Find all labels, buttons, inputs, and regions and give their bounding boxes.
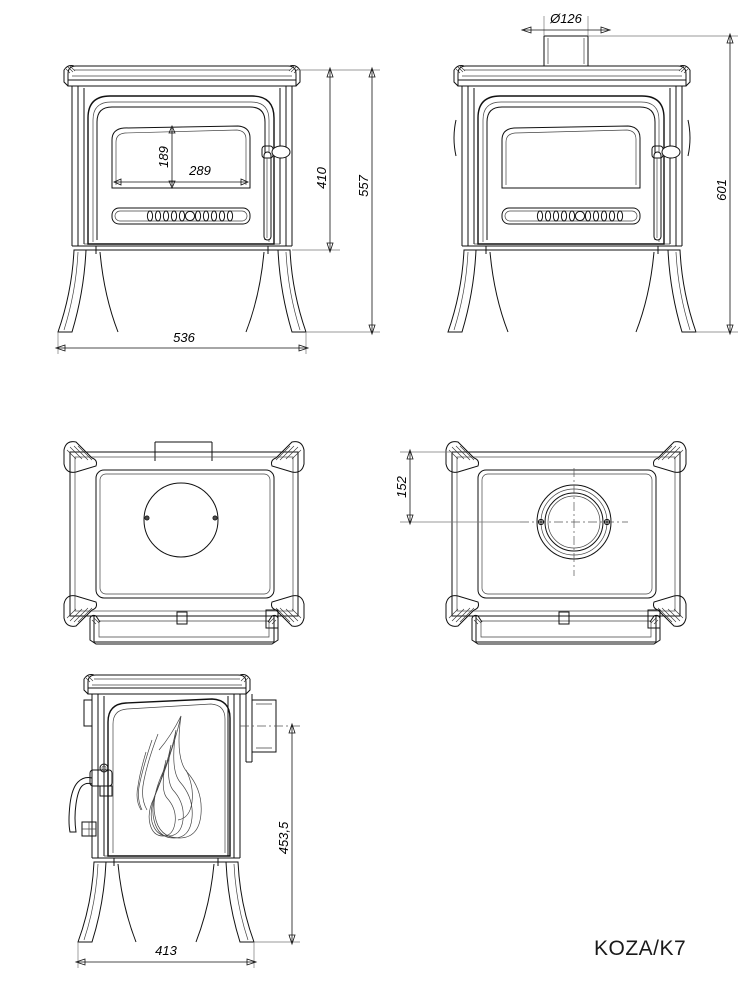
front-air-grille	[111, 207, 251, 225]
view-plan-collar: 152	[394, 441, 687, 645]
dimension-total-depth: 413	[74, 942, 258, 968]
flue-pipe	[543, 35, 589, 66]
front-legs	[57, 246, 307, 333]
plan2-inner-plate	[477, 469, 657, 599]
side-rear-flue-outlet	[245, 694, 277, 763]
flue-view-door-panel	[477, 95, 665, 245]
dimension-label-601: 601	[714, 179, 729, 201]
side-flame-motif	[136, 715, 202, 839]
plan-outer-plate	[69, 451, 299, 617]
dimension-flue-centre-height: 453,5	[254, 722, 300, 946]
dimension-flue-diameter: Ø126	[520, 11, 612, 36]
flue-view-top-plate	[453, 65, 691, 87]
side-lever-handle[interactable]	[68, 763, 113, 837]
dimension-label-536: 536	[173, 330, 195, 345]
dimension-total-width: 536	[54, 330, 310, 354]
dimension-label-413: 413	[155, 943, 177, 958]
view-front-elevation-flue: Ø126 601	[447, 11, 738, 336]
flue-view-air-grille	[501, 207, 641, 225]
dimension-label-189: 189	[156, 146, 171, 168]
view-front-elevation: 189 289 410 557	[54, 65, 380, 354]
front-glass-window	[111, 125, 251, 189]
dimension-total-height: 557	[356, 66, 376, 336]
flue-view-legs	[447, 246, 697, 333]
front-top-plate	[63, 65, 301, 87]
plan2-corner-brackets	[445, 441, 687, 627]
side-legs	[77, 858, 255, 943]
front-door-panel	[87, 95, 275, 245]
flue-view-glass-window	[501, 125, 641, 189]
dimension-label-410: 410	[314, 166, 329, 188]
side-top-plate	[83, 674, 251, 695]
grille-slots	[146, 210, 234, 222]
dimension-total-height-flue: 601	[588, 32, 738, 336]
view-plan-plain	[63, 441, 305, 645]
plan2-outer-plate	[451, 451, 681, 617]
dimension-label-289: 289	[188, 163, 211, 178]
model-label: KOZA/K7	[594, 937, 686, 960]
dimension-body-height: 410	[314, 66, 334, 254]
grille-knob-icon[interactable]	[184, 210, 196, 222]
plan2-flue-collar	[520, 468, 628, 576]
dimension-label-152: 152	[394, 475, 409, 497]
side-panel	[107, 698, 231, 857]
flue-view-door-handle[interactable]	[651, 145, 681, 241]
dimension-glass-height: 189	[156, 124, 176, 190]
plan-inner-plate	[95, 469, 275, 599]
front-body-frame	[71, 86, 293, 251]
dimension-label-557: 557	[356, 174, 371, 196]
plan-corner-brackets	[63, 441, 305, 627]
view-side-elevation: 453,5 413	[68, 674, 300, 968]
plan-front-lip	[89, 609, 279, 645]
dimension-label-flue-diameter: Ø126	[549, 11, 583, 26]
dimension-label-453-5: 453,5	[276, 821, 291, 854]
dimension-glass-width: 289	[112, 163, 250, 186]
flue-view-grille-knob-icon[interactable]	[574, 210, 586, 222]
plan2-front-lip	[471, 609, 661, 645]
dimension-flue-offset-rear: 152	[394, 448, 520, 526]
front-door-handle[interactable]	[261, 145, 291, 241]
plan-flue-opening	[143, 482, 219, 558]
